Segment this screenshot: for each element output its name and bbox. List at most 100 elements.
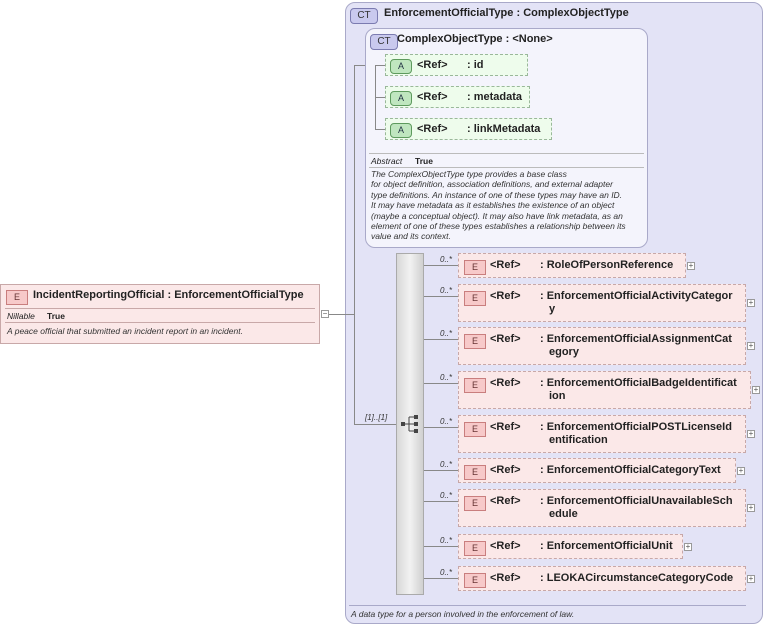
sequence-element[interactable]: E<Ref>: EnforcementOfficialUnit: [458, 534, 683, 559]
element-name-line: : EnforcementOfficialCategoryText: [540, 464, 721, 476]
attribute-connector-branch: [375, 65, 387, 66]
description-line: The ComplexObjectType type provides a ba…: [371, 169, 567, 179]
collapse-toggle-icon[interactable]: −: [321, 309, 329, 318]
connector-line: [354, 65, 365, 66]
expand-icon[interactable]: +: [687, 261, 695, 270]
attribute-ref: <Ref>: [417, 59, 448, 71]
element-name-line: : EnforcementOfficialUnit: [540, 540, 673, 552]
element-ref: <Ref>: [490, 540, 521, 552]
root-element-separator: :: [167, 289, 175, 301]
inner-type-base: <None>: [512, 33, 553, 45]
attribute-name: : id: [467, 59, 484, 71]
element-badge: E: [464, 291, 486, 306]
divider: [349, 605, 746, 606]
element-ref: <Ref>: [490, 377, 521, 389]
element-name-line: : EnforcementOfficialUnavailableSch: [540, 495, 733, 507]
element-name-line: y: [549, 303, 556, 315]
description-line: value and its context.: [371, 231, 451, 242]
attribute-id[interactable]: A <Ref> : id: [385, 54, 528, 76]
attribute-badge: A: [390, 123, 412, 138]
attribute-ref: <Ref>: [417, 123, 448, 135]
element-badge: E: [464, 573, 486, 588]
divider: [369, 167, 644, 168]
expand-icon[interactable]: +: [747, 298, 755, 307]
outer-type-separator: :: [516, 7, 524, 19]
sequence-connector: [424, 470, 458, 471]
description-line: for object definition, association defin…: [371, 179, 613, 190]
outer-type-base: ComplexObjectType: [523, 7, 629, 19]
element-cardinality: 0..*: [440, 536, 453, 545]
sequence-element[interactable]: E<Ref>: EnforcementOfficialCategoryText: [458, 458, 736, 483]
element-ref: <Ref>: [490, 572, 521, 584]
element-cardinality: 0..*: [440, 286, 453, 295]
connector-line: [329, 314, 354, 315]
sequence-connector: [424, 427, 458, 428]
sequence-element[interactable]: E <Ref> : EnforcementOfficialPOSTLicenseId…: [458, 415, 746, 453]
attribute-name: : linkMetadata: [467, 123, 541, 135]
divider: [5, 322, 315, 323]
element-cardinality: 0..*: [440, 568, 453, 577]
abstract-value: True: [415, 156, 433, 166]
element-name-line: entification: [549, 434, 608, 446]
element-badge: E: [464, 334, 486, 349]
element-name-line: egory: [549, 346, 579, 358]
sequence-element[interactable]: E <Ref> : EnforcementOfficialAssignmentCat…: [458, 327, 746, 365]
attribute-link-metadata[interactable]: A <Ref> : linkMetadata: [385, 118, 552, 140]
element-cardinality: 0..*: [440, 373, 453, 382]
sequence-connector: [424, 296, 458, 297]
element-name: : EnforcementOfficialUnit: [540, 540, 673, 553]
expand-icon[interactable]: +: [747, 341, 755, 350]
sequence-element[interactable]: E<Ref>: EnforcementOfficialBadgeIdentifi…: [458, 371, 751, 409]
element-badge: E: [464, 260, 486, 275]
outer-type-description: A data type for a person involved in the…: [351, 609, 575, 619]
abstract-label: Abstract: [371, 156, 403, 166]
element-name-line: edule: [549, 508, 578, 520]
expand-icon[interactable]: +: [684, 542, 692, 551]
sequence-element[interactable]: E<Ref>: EnforcementOfficialActivityCateg…: [458, 284, 746, 322]
attribute-connector-branch: [375, 129, 387, 130]
outer-type-title: EnforcementOfficialType : ComplexObjectT…: [384, 7, 629, 19]
description-line: element of one of these types establishe…: [371, 221, 626, 232]
description-line: (maybe a conceptual object). It may also…: [371, 210, 623, 221]
sequence-cardinality: [1]..[1]: [365, 413, 388, 422]
element-name-line: : EnforcementOfficialAssignmentCat: [540, 333, 732, 345]
element-ref: <Ref>: [490, 333, 521, 345]
element-ref: <Ref>: [490, 421, 521, 433]
sequence-connector: [424, 383, 458, 384]
element-cardinality: 0..*: [440, 329, 453, 338]
sequence-connector: [424, 265, 458, 266]
sequence-connector: [424, 339, 458, 340]
sequence-element[interactable]: E<Ref>: RoleOfPersonReference: [458, 253, 686, 278]
root-element-box[interactable]: [0, 284, 320, 344]
divider: [5, 308, 315, 309]
attribute-ref: <Ref>: [417, 91, 448, 103]
expand-icon[interactable]: +: [752, 385, 760, 394]
expand-icon[interactable]: +: [747, 574, 755, 583]
divider: [369, 153, 644, 154]
sequence-element[interactable]: E <Ref> : LEOKACircumstanceCategoryCode: [458, 566, 746, 591]
element-name-line: : EnforcementOfficialActivityCategor: [540, 290, 733, 302]
attribute-badge: A: [390, 91, 412, 106]
element-badge: E: [464, 422, 486, 437]
element-name: : RoleOfPersonReference: [540, 259, 673, 272]
nillable-label: Nillable: [7, 311, 35, 321]
inner-complex-type-badge: CT: [370, 34, 398, 50]
sequence-element[interactable]: E<Ref>: EnforcementOfficialUnavailableSc…: [458, 489, 746, 527]
attribute-badge: A: [390, 59, 412, 74]
outer-type-name: EnforcementOfficialType: [384, 7, 514, 19]
attribute-metadata[interactable]: A <Ref> : metadata: [385, 86, 530, 108]
nillable-value: True: [47, 311, 65, 321]
expand-icon[interactable]: +: [737, 466, 745, 475]
description-line: It may have metadata as it establishes t…: [371, 200, 615, 211]
expand-icon[interactable]: +: [747, 429, 755, 438]
attribute-connector-branch: [375, 97, 387, 98]
root-element-type: EnforcementOfficialType: [174, 289, 304, 301]
element-name-line: : LEOKACircumstanceCategoryCode: [540, 572, 734, 584]
root-element-title: IncidentReportingOfficial : EnforcementO…: [33, 289, 304, 301]
expand-icon[interactable]: +: [747, 503, 755, 512]
sequence-icon: [401, 415, 418, 433]
element-name-line: ion: [549, 390, 566, 402]
